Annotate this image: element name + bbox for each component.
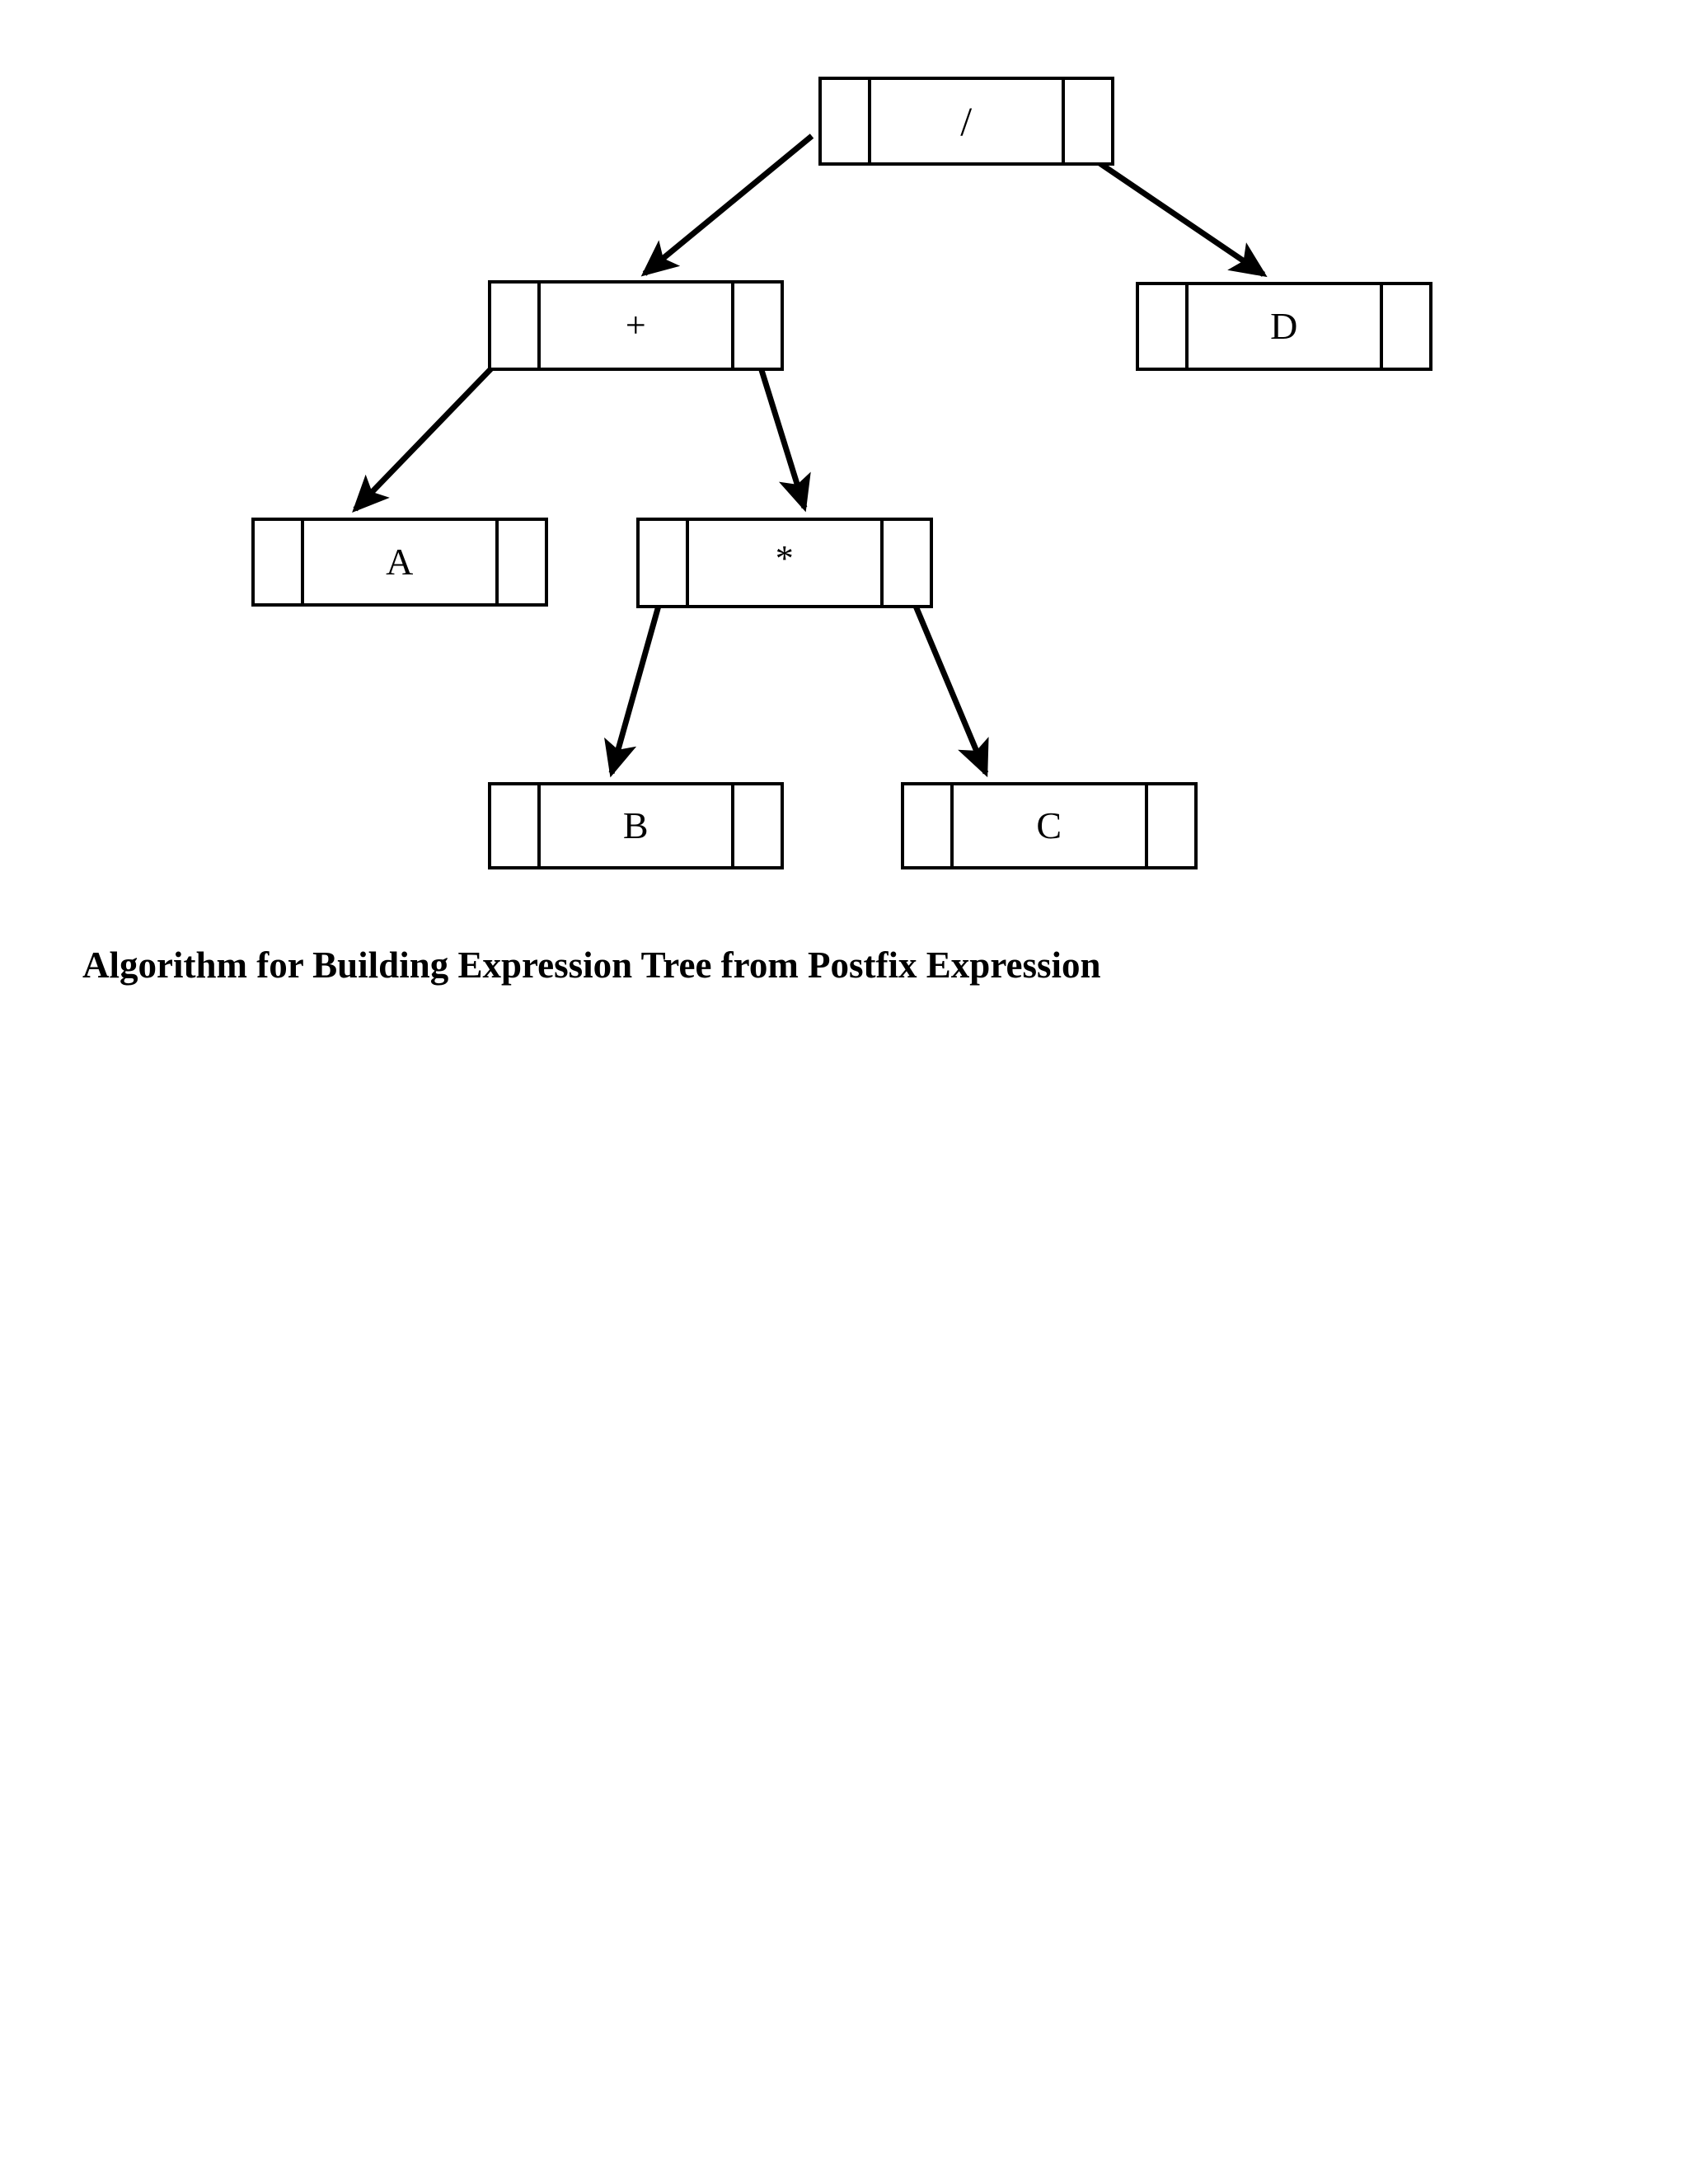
edge-root-left: [640, 134, 814, 277]
left-pointer-cell[interactable]: [255, 521, 304, 603]
right-pointer-cell[interactable]: [1380, 285, 1429, 368]
tree-node-root[interactable]: /: [818, 77, 1114, 166]
tree-node-b[interactable]: B: [488, 782, 784, 869]
right-pointer-cell[interactable]: [495, 521, 545, 603]
left-pointer-cell[interactable]: [1139, 285, 1189, 368]
right-pointer-cell[interactable]: [731, 284, 781, 368]
left-pointer-cell[interactable]: [640, 521, 689, 605]
right-pointer-cell[interactable]: [1062, 80, 1111, 162]
right-pointer-cell[interactable]: [731, 785, 781, 866]
expression-tree-diagram: / + D A * B: [0, 0, 1688, 907]
tree-node-d[interactable]: D: [1136, 282, 1432, 371]
tree-node-c[interactable]: C: [901, 782, 1198, 869]
tree-node-a[interactable]: A: [251, 518, 548, 607]
tree-node-star[interactable]: *: [636, 518, 933, 608]
left-pointer-cell[interactable]: [491, 284, 541, 368]
left-pointer-cell[interactable]: [822, 80, 871, 162]
tree-node-plus[interactable]: +: [488, 280, 784, 371]
node-value-star: *: [775, 538, 795, 579]
edge-star-left: [604, 579, 669, 778]
left-pointer-cell[interactable]: [491, 785, 541, 866]
node-value-plus: +: [625, 305, 647, 345]
right-pointer-cell[interactable]: [880, 521, 930, 605]
node-value-root: /: [960, 98, 973, 144]
right-pointer-cell[interactable]: [1145, 785, 1194, 866]
node-value-b: B: [622, 804, 649, 846]
figure-caption: Algorithm for Building Expression Tree f…: [82, 944, 1101, 986]
node-value-a: A: [386, 541, 414, 583]
node-value-d: D: [1270, 305, 1298, 347]
node-value-c: C: [1036, 804, 1062, 846]
left-pointer-cell[interactable]: [904, 785, 954, 866]
